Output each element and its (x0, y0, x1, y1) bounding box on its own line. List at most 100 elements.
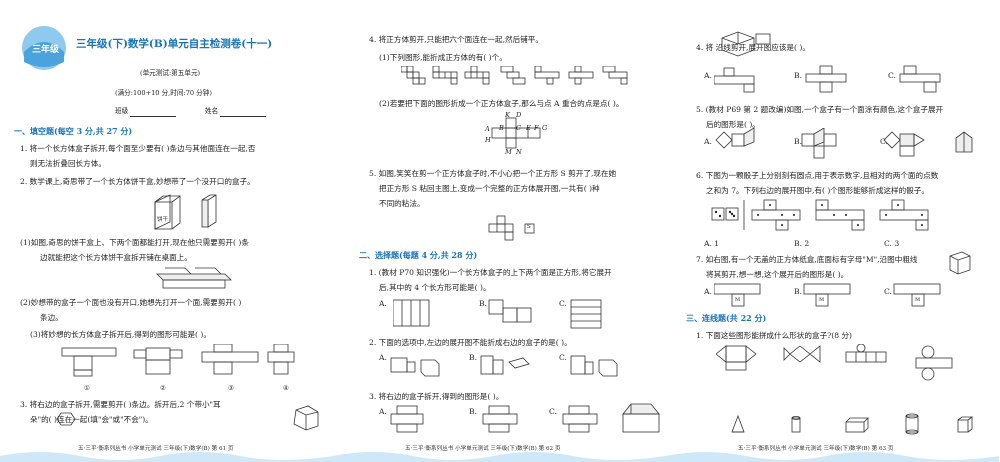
question-1-line1: 1. 将一个长方体盒子拆开,每个面至少要有( )条边与其他面连在一起,否 (20, 144, 256, 153)
option-4-label: ④ (283, 384, 289, 392)
choice4-option-c[interactable]: C. (888, 71, 896, 80)
name-label: 姓名 (205, 107, 219, 115)
question-2-3: (3)将妙想的长方体盒子拆开后,得到的图形可能是( )。 (30, 330, 211, 339)
choice4-option-a[interactable]: A. (704, 71, 712, 80)
page-63: 4. 将 沿线剪开,展开图应该是( )。 A. B. C. 5. (教材 P69… (666, 0, 999, 462)
question-4: 4. 将 沿线剪开,展开图应该是( )。 (696, 43, 810, 52)
biscuit-box-figure (154, 194, 217, 230)
label-g: G (542, 124, 548, 132)
label-h: H (485, 136, 491, 144)
choice2-option-b[interactable]: B. (469, 353, 477, 362)
label-c: C (516, 124, 522, 132)
choice5-option-b[interactable]: B. (794, 137, 802, 146)
choice7-option-a[interactable]: A. (704, 287, 712, 296)
open-box-figure (949, 251, 971, 275)
unit-label: (单元测试:第五单元) (140, 69, 201, 77)
footer-wave (666, 452, 999, 462)
label-d: D (516, 111, 522, 119)
m-label-b: M (819, 297, 825, 303)
page-title: 三年级(下)数学(B)单元自主检测卷(十一) (76, 38, 273, 50)
question-5-line1: 5. (教材 P69 第 2 题改编)如图,一个盒子有一个面涂有颜色,这个盒子展… (696, 105, 944, 114)
footer-wave (0, 452, 333, 462)
grade-emblem: 三年级 (18, 22, 70, 74)
question-2-1-line2: 边就能把这个长方体饼干盒拆开铺在桌面上。 (40, 253, 192, 262)
question-6-line2: 之和为 7。下列右边的展开图中,有( )个图形能够折成这样的骰子。 (706, 186, 930, 195)
question-4-1: (1)下列图形,能折成正方体的有( )个。 (379, 53, 507, 62)
page-footer: 五·三平·衡系列丛书 小学单元测试 三年级(下)数学(B) 第 63 页 (738, 446, 894, 452)
choice1-figures (393, 299, 602, 329)
biscuit-label: 饼干 (157, 217, 169, 223)
question-choice-1-line1: 1. (教材 P70 知识强化)一个长方体盒子的上下两个面是正方形,将它展开 (369, 268, 612, 277)
label-m: M (505, 148, 512, 156)
choice3-option-a[interactable]: A. (379, 407, 387, 416)
choice7-option-b[interactable]: B. (794, 287, 802, 296)
class-field[interactable]: 班级 (115, 106, 177, 117)
opened-box-figure (156, 267, 232, 289)
choice3-option-c[interactable]: C. (549, 407, 557, 416)
name-field[interactable]: 姓名 (205, 106, 267, 117)
choice5-figures (715, 128, 973, 159)
choice2-figures (390, 355, 618, 377)
page-61: 三年级 三年级(下)数学(B)单元自主检测卷(十一) (单元测试:第五单元) (… (0, 0, 333, 462)
question-7-line2: 将其剪开,想一想,这个展开后的图形是( )。 (706, 270, 849, 279)
choice6-option-c[interactable]: C. 3 (884, 239, 900, 248)
hex-box-figure (293, 405, 319, 431)
question-7-line1: 7. 如右图,有一个无盖的正方体纸盒,底面标有字母"M",沿图中粗线 (696, 255, 918, 264)
question-choice-2: 2. 下面的选项中,左边的展开图不能折成右边的盒子的是( )。 (369, 338, 572, 347)
question-4: 4. 将正方体剪开,只能把六个面连在一起,然后铺平。 (369, 35, 543, 44)
question-6-line1: 6. 下图为一颗骰子上分别刻有圆点,用于表示数字,且相对的两个面的点数 (696, 171, 939, 180)
section-choice: 二、选择题(每题 4 分,共 28 分) (359, 250, 478, 260)
question-5-line1: 5. 如图,笑笑在剪一个正方体盒子时,不小心把一个正方形 S 剪开了,现在她 (369, 169, 617, 178)
choice6-option-b[interactable]: B. 2 (794, 239, 810, 248)
choice1-option-c[interactable]: C. (559, 299, 567, 308)
label-k: K (505, 111, 510, 119)
m-label-c: M (915, 297, 921, 303)
question-2: 2. 数学课上,奇思带了一个长方体饼干盒,妙想带了一个没开口的盒子。 (20, 177, 255, 186)
label-a: A (485, 125, 490, 133)
choice7-figures (714, 283, 941, 307)
label-e: E (526, 124, 531, 132)
nets-options-figure (61, 344, 295, 377)
m-label-a: M (735, 297, 741, 303)
choice1-option-b[interactable]: B. (479, 299, 487, 308)
page-62: 4. 将正方体剪开,只能把六个面连在一起,然后铺平。 (1)下列图形,能折成正方… (333, 0, 666, 462)
label-f: F (534, 124, 539, 132)
choice2-option-a[interactable]: A. (379, 353, 387, 362)
section-matching: 三、连线题(共 22 分) (686, 313, 767, 323)
labeled-net-figure (491, 117, 541, 149)
option-3-label: ③ (228, 384, 234, 392)
hexagon-icon (56, 412, 76, 426)
option-1-label: ① (84, 384, 90, 392)
choice2-option-c[interactable]: C. (559, 353, 567, 362)
page-footer: 五·三平·衡系列丛书 小学单元测试 三年级(下)数学(B) 第 62 页 (405, 446, 561, 452)
question-4-2: (2)若要把下面的图形折成一个正方体盒子,那么与点 A 重合的点是点( )。 (379, 99, 624, 108)
choice6-option-a[interactable]: A. 1 (704, 239, 720, 248)
solid-shapes-figure (731, 413, 974, 435)
question-choice-3: 3. 将右边的盒子拆开,得到的图形是( )。 (369, 392, 504, 401)
choice3-figures (390, 403, 660, 433)
label-n: N (516, 148, 522, 156)
cube-nets-row (401, 66, 628, 85)
footer-wave (333, 452, 666, 462)
question-2-2-line2: 条边。 (40, 313, 63, 322)
choice4-option-b[interactable]: B. (794, 71, 802, 80)
question-5-line2: 后的图形是( )。 (706, 120, 760, 129)
choice5-option-a[interactable]: A. (704, 137, 712, 146)
choice3-option-b[interactable]: B. (469, 407, 477, 416)
question-2-2-line1: (2)妙想带的盒子一个面也没有开口,她想先打开一个面,需要剪开( ) (20, 298, 242, 307)
question-5-line3: 不同的粘法。 (379, 199, 425, 208)
question-1-line2: 则无法折叠回长方体。 (30, 159, 106, 168)
dice-nets-figure (711, 199, 929, 231)
question-choice-1-line2: 后,其中的 4 个长方形可能是( )。 (379, 283, 491, 292)
score-label: (满分:100+10 分,时间:70 分钟) (115, 89, 212, 97)
choice5-option-c[interactable]: C. (880, 137, 888, 146)
question-3-line2: 朵"的( )连在一起(填"会"或"不会")。 (30, 415, 153, 424)
section-fill-in: 一、填空题(每空 3 分,共 27 分) (14, 126, 133, 136)
choice7-option-c[interactable]: C. (884, 287, 892, 296)
question-2-1-line1: (1)如图,奇思的饼干盒上、下两个面都能打开,现在他只需要剪开( )条 (20, 238, 249, 247)
page-footer: 五·三平·衡系列丛书 小学单元测试 三年级(下)数学(B) 第 61 页 (78, 446, 234, 452)
choice1-option-a[interactable]: A. (379, 299, 387, 308)
class-label: 班级 (115, 107, 129, 115)
question-3-line1: 3. 将右边的盒子拆开,需要剪开( )条边。拆开后,2 个带小"耳 (20, 400, 221, 409)
question-5-line2: 把正方形 S 粘回主图上,变成一个完整的正方体展开图,一共有( )种 (379, 184, 600, 193)
